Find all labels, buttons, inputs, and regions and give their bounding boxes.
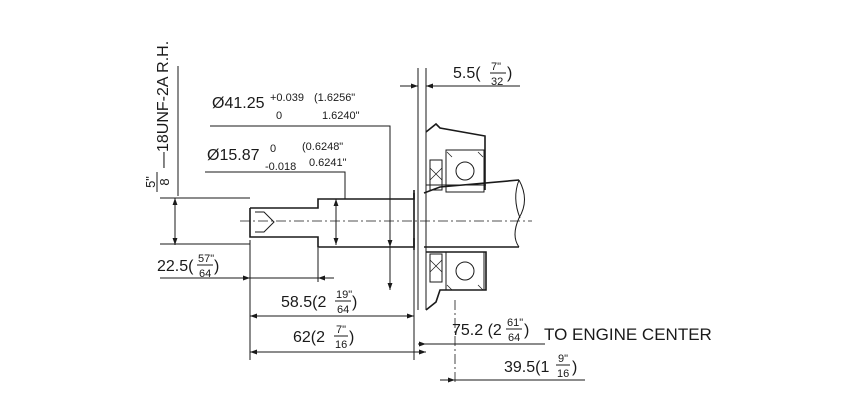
thread-size-denominator: 8: [157, 178, 172, 185]
dim-585-value: 58.5(2: [281, 294, 326, 311]
dim-752-den: 64: [508, 332, 520, 344]
dim-225-den: 64: [199, 268, 211, 280]
dim-d1-tol-minus: 0: [276, 110, 282, 122]
dim-585-close: ): [352, 294, 357, 311]
dim-225-num: 57": [198, 253, 214, 265]
bearing-top: [429, 149, 485, 193]
dim-flange-close: ): [507, 65, 512, 82]
dim-d1-inch-hi: (1.6256": [314, 92, 355, 104]
dim-d1-value: Ø41.25: [212, 95, 265, 112]
dim-d2-tol-minus: -0.018: [265, 161, 296, 173]
dim-62-num: 7": [336, 324, 346, 336]
thread-spec-label: 5" 8 —18UNF-2A R.H.: [143, 41, 250, 245]
bearing-bottom: [429, 251, 485, 291]
dim-d1-tol-plus: +0.039: [270, 92, 304, 104]
crankcase-bottom: [425, 251, 487, 311]
shaft-outline: [249, 208, 415, 248]
dim-62-den: 16: [335, 339, 347, 351]
dim-d2-tol-plus: 0: [270, 143, 276, 155]
crankshaft-body: [423, 179, 520, 194]
dim-752-num: 61": [507, 317, 523, 329]
shaft-outline-top: [250, 193, 415, 209]
dim-752-value: 75.2 (2: [452, 322, 502, 339]
dim-62-value: 62(2: [293, 329, 325, 346]
dim-flange-value: 5.5(: [453, 65, 481, 82]
dim-395-value: 39.5(1: [504, 359, 549, 376]
engine-center-label: TO ENGINE CENTER: [544, 325, 712, 344]
dim-diameter-41: Ø41.25 +0.039 0 (1.6256" 1.6240": [210, 92, 393, 290]
dim-62-close: ): [349, 329, 354, 346]
thread-size-numerator: 5": [143, 176, 158, 188]
dim-flange-num: 7": [491, 61, 501, 73]
dim-22-5: 22.5( 57" 64 ): [157, 240, 334, 360]
dim-flange-den: 32: [491, 76, 503, 88]
dim-62: 62(2 7" 16 ): [250, 324, 426, 355]
dim-flange-thickness: 5.5( 7" 32 ): [400, 61, 520, 89]
shaft-geometry: [240, 68, 532, 385]
dim-395-den: 16: [557, 368, 569, 380]
dim-39-5: 39.5(1 9" 16 ): [440, 353, 585, 383]
shaft-keyway: [255, 211, 275, 233]
dim-d2-inch-hi: (0.6248": [302, 141, 343, 153]
thread-spec-text: —18UNF-2A R.H.: [155, 41, 172, 168]
crankcase-top: [425, 122, 486, 190]
dim-d2-inch-lo: 0.6241": [309, 157, 347, 169]
dim-225-value: 22.5(: [157, 258, 194, 275]
dim-585-num: 19": [336, 289, 352, 301]
dim-395-close: ): [572, 359, 577, 376]
dim-d2-value: Ø15.87: [207, 147, 260, 164]
dim-d1-inch-lo: 1.6240": [322, 110, 360, 122]
dim-75-2: 75.2 (2 61" 64 ) TO ENGINE CENTER: [418, 317, 712, 347]
dim-395-num: 9": [558, 353, 568, 365]
dim-225-close: ): [214, 258, 219, 275]
dim-diameter-15: Ø15.87 0 -0.018 (0.6248" 0.6241": [205, 141, 347, 245]
dim-752-close: ): [524, 322, 529, 339]
dim-58-5: 58.5(2 19" 64 ): [250, 250, 415, 360]
dim-585-den: 64: [337, 304, 349, 316]
